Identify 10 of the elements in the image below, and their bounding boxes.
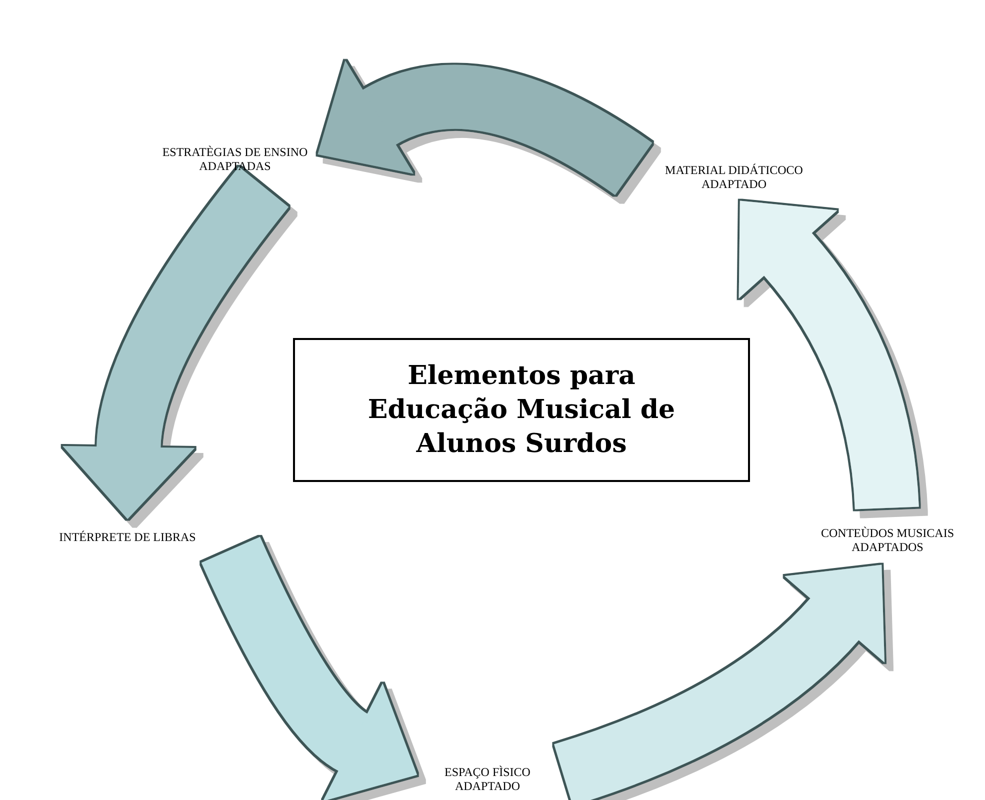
curved-block-arrow xyxy=(738,199,919,510)
cycle-label: ESTRATÈGIAS DE ENSINO ADAPTADAS xyxy=(160,142,310,176)
curved-block-arrow xyxy=(554,566,884,800)
title-box: Elementos para Educação Musical de Alunos Surdos xyxy=(293,338,750,482)
cycle-label: INTÉRPRETE DE LIBRAS xyxy=(30,528,225,546)
curved-block-arrow xyxy=(315,58,652,196)
cycle-label: MATERIAL DIDÁTICOCO ADAPTADO xyxy=(645,160,823,194)
cycle-label: CONTEÙDOS MUSICAIS ADAPTADOS xyxy=(790,522,985,558)
cycle-label: ESPAÇO FÌSICO ADAPTADO xyxy=(425,762,550,796)
curved-block-arrow xyxy=(202,536,414,798)
